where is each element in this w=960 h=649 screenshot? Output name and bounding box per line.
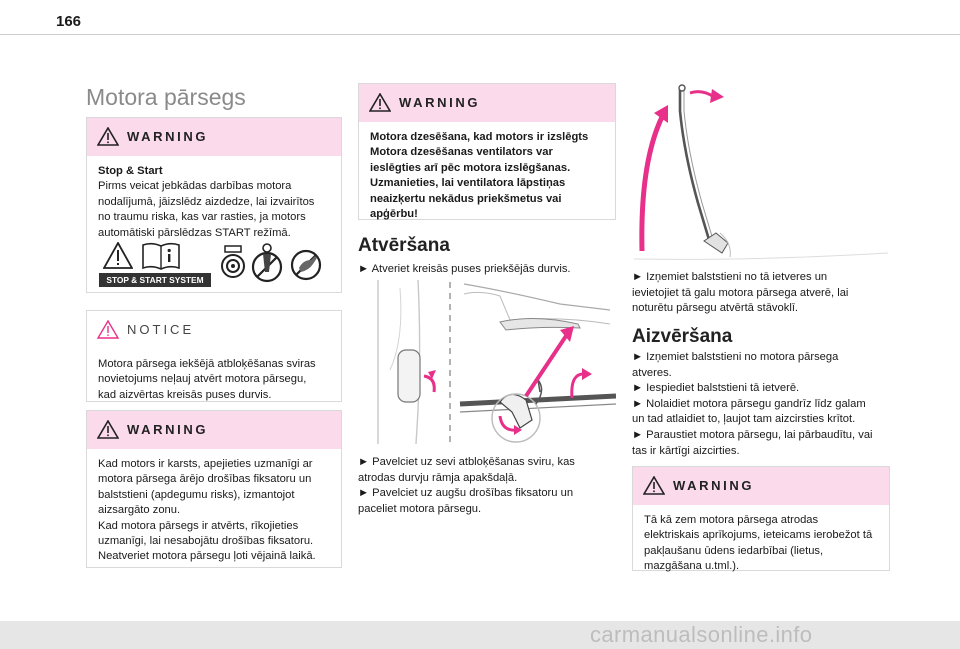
- text-line: Motora pārsega iekšējā atbloķēšanas svir…: [98, 358, 316, 370]
- text-line: pakļaušanu ūdens iedarbībai (lietus,: [644, 544, 824, 557]
- text-line: atrodas durvju rāmja apakšdaļā.: [358, 471, 518, 484]
- warning-box-water: WARNING Tā kā zem motora pārsega atrodas…: [632, 466, 890, 573]
- warning-label: WARNING: [673, 478, 755, 493]
- text-line: Kad motors ir karsts, apejieties uzmanīg…: [98, 458, 313, 470]
- notice-header: NOTICE: [87, 311, 341, 349]
- text-line: motora pārsega ārējo drošības fiksatoru …: [98, 473, 312, 486]
- text-line: aizsargāto zonu.: [98, 504, 181, 517]
- text-line: Motora dzesēšana, kad motors ir izslēgts: [370, 131, 589, 143]
- text-line: noturētu pārsegu atvērtā stāvoklī.: [632, 302, 799, 315]
- text-line: ► Atveriet kreisās puses priekšējās durv…: [358, 263, 571, 275]
- warning-header: WARNING: [359, 84, 615, 122]
- warning-box-stop-start: WARNING Stop & Start Pirms veicat jebkād…: [86, 117, 342, 293]
- text-line: apģērbu!: [370, 208, 418, 221]
- text-line: ► Izņemiet balststieni no tā ietveres un: [632, 271, 828, 283]
- text-line: un tad atlaidiet to, ļaujot tam aizcirst…: [632, 413, 856, 426]
- notice-box: NOTICE Motora pārsega iekšējā atbloķēšan…: [86, 310, 342, 402]
- page-title: Motora pārsegs: [86, 84, 246, 110]
- text-line: Tā kā zem motora pārsega atrodas: [644, 514, 819, 526]
- text-line: Kad motora pārsegs ir atvērts, rīkojieti…: [98, 519, 299, 532]
- text-line: neaizķertu nekādus priekšmetus vai: [370, 192, 562, 205]
- text-line: uzmanīgi, lai nesabojātu drošības fiksat…: [98, 535, 314, 548]
- header-divider: [0, 34, 960, 35]
- notice-label: NOTICE: [127, 322, 195, 337]
- warning-triangle-icon: [369, 93, 391, 112]
- text-line: automātiski pārslēdzas START režīmā.: [98, 226, 291, 239]
- stop-start-system-label: STOP & START SYSTEM: [99, 273, 211, 287]
- text-line: novietojums neļauj atvērt motora pārsegu…: [98, 373, 307, 386]
- warning-header: WARNING: [633, 467, 889, 505]
- footer-bar: [0, 621, 960, 649]
- notice-triangle-icon: [97, 320, 119, 339]
- warning-label: WARNING: [127, 129, 209, 144]
- text-line: ► Izņemiet balststieni no motora pārsega: [632, 351, 839, 363]
- warning-header: WARNING: [87, 118, 341, 156]
- warning-triangle-icon: [97, 420, 119, 439]
- text-line: ievietojiet tā galu motora pārsega atver…: [632, 286, 849, 299]
- stop-start-pictograms: STOP & START SYSTEM: [99, 240, 329, 288]
- section-heading-closing: Aizvēršana: [632, 326, 733, 347]
- step-paragraph: ► Izņemiet balststieni no tā ietveres un…: [632, 270, 848, 317]
- fan-spiral-icon: [221, 245, 245, 278]
- hood-prop-rod-illustration: [633, 84, 889, 260]
- no-hand-icon: [290, 249, 322, 281]
- warning-box-cooling-fan: WARNING Motora dzesēšana, kad motors ir …: [358, 83, 616, 220]
- text-line: ieslēgties arī pēc motora izslēgšanas.: [370, 161, 571, 174]
- text-line: kad aizvērtas kreisās puses durvis.: [98, 388, 272, 401]
- warning-triangle-icon: [97, 127, 119, 146]
- step-paragraph: ► Izņemiet balststieni no motora pārsega…: [632, 350, 873, 459]
- text-line: Motora dzesēšanas ventilators var: [370, 146, 553, 159]
- text-line: balststieni (apdegumu risks), izmantojot: [98, 488, 295, 501]
- text-line: nodalījumā, jāizslēdz aizdedze, lai izva…: [98, 195, 315, 208]
- warning-header: WARNING: [87, 411, 341, 449]
- page-number: 166: [56, 13, 82, 30]
- text-line: paceliet motora pārsegu.: [358, 502, 482, 515]
- hood-release-illustration: [377, 280, 616, 444]
- text-line: Neatveriet motora pārsegu ļoti vējainā l…: [98, 550, 316, 563]
- text-line: atveres.: [632, 366, 672, 379]
- text-line: ► Pavelciet uz sevi atbloķēšanas sviru, …: [358, 456, 575, 468]
- text-line: ► Nolaidiet motora pārsegu gandrīz līdz …: [632, 397, 866, 410]
- text-line: tas ir kārtīgi aizcirties.: [632, 444, 740, 457]
- step-paragraph: ► Atveriet kreisās puses priekšējās durv…: [358, 262, 571, 278]
- watermark: carmanualsonline.info: [590, 622, 813, 647]
- no-tie-icon: [251, 243, 283, 283]
- manual-book-icon: [142, 242, 180, 270]
- text-line: ► Pavelciet uz augšu drošības fiksatoru …: [358, 487, 574, 500]
- warning-subtitle: Stop & Start: [98, 165, 163, 177]
- warning-label: WARNING: [399, 95, 481, 110]
- text-line: Pirms veicat jebkādas darbības motora: [98, 180, 292, 193]
- text-line: mazgāšana u.tml.).: [644, 560, 740, 573]
- warning-triangle-icon: [103, 242, 133, 269]
- text-line: ► Iespiediet balststieni tā ietverē.: [632, 382, 800, 395]
- section-heading-opening: Atvēršana: [358, 235, 450, 256]
- text-line: Uzmanieties, lai ventilatora lāpstiņas: [370, 177, 566, 190]
- warning-label: WARNING: [127, 422, 209, 437]
- text-line: ► Paraustiet motora pārsegu, lai pārbaud…: [632, 428, 873, 441]
- warning-box-hot-engine: WARNING Kad motors ir karsts, apejieties…: [86, 410, 342, 568]
- text-line: no traumu riska, kas var rasties, ja mot…: [98, 211, 306, 224]
- warning-triangle-icon: [643, 476, 665, 495]
- step-paragraph: ► Pavelciet uz sevi atbloķēšanas sviru, …: [358, 455, 575, 517]
- text-line: elektriskais aprīkojums, ieteicams ierob…: [644, 529, 873, 542]
